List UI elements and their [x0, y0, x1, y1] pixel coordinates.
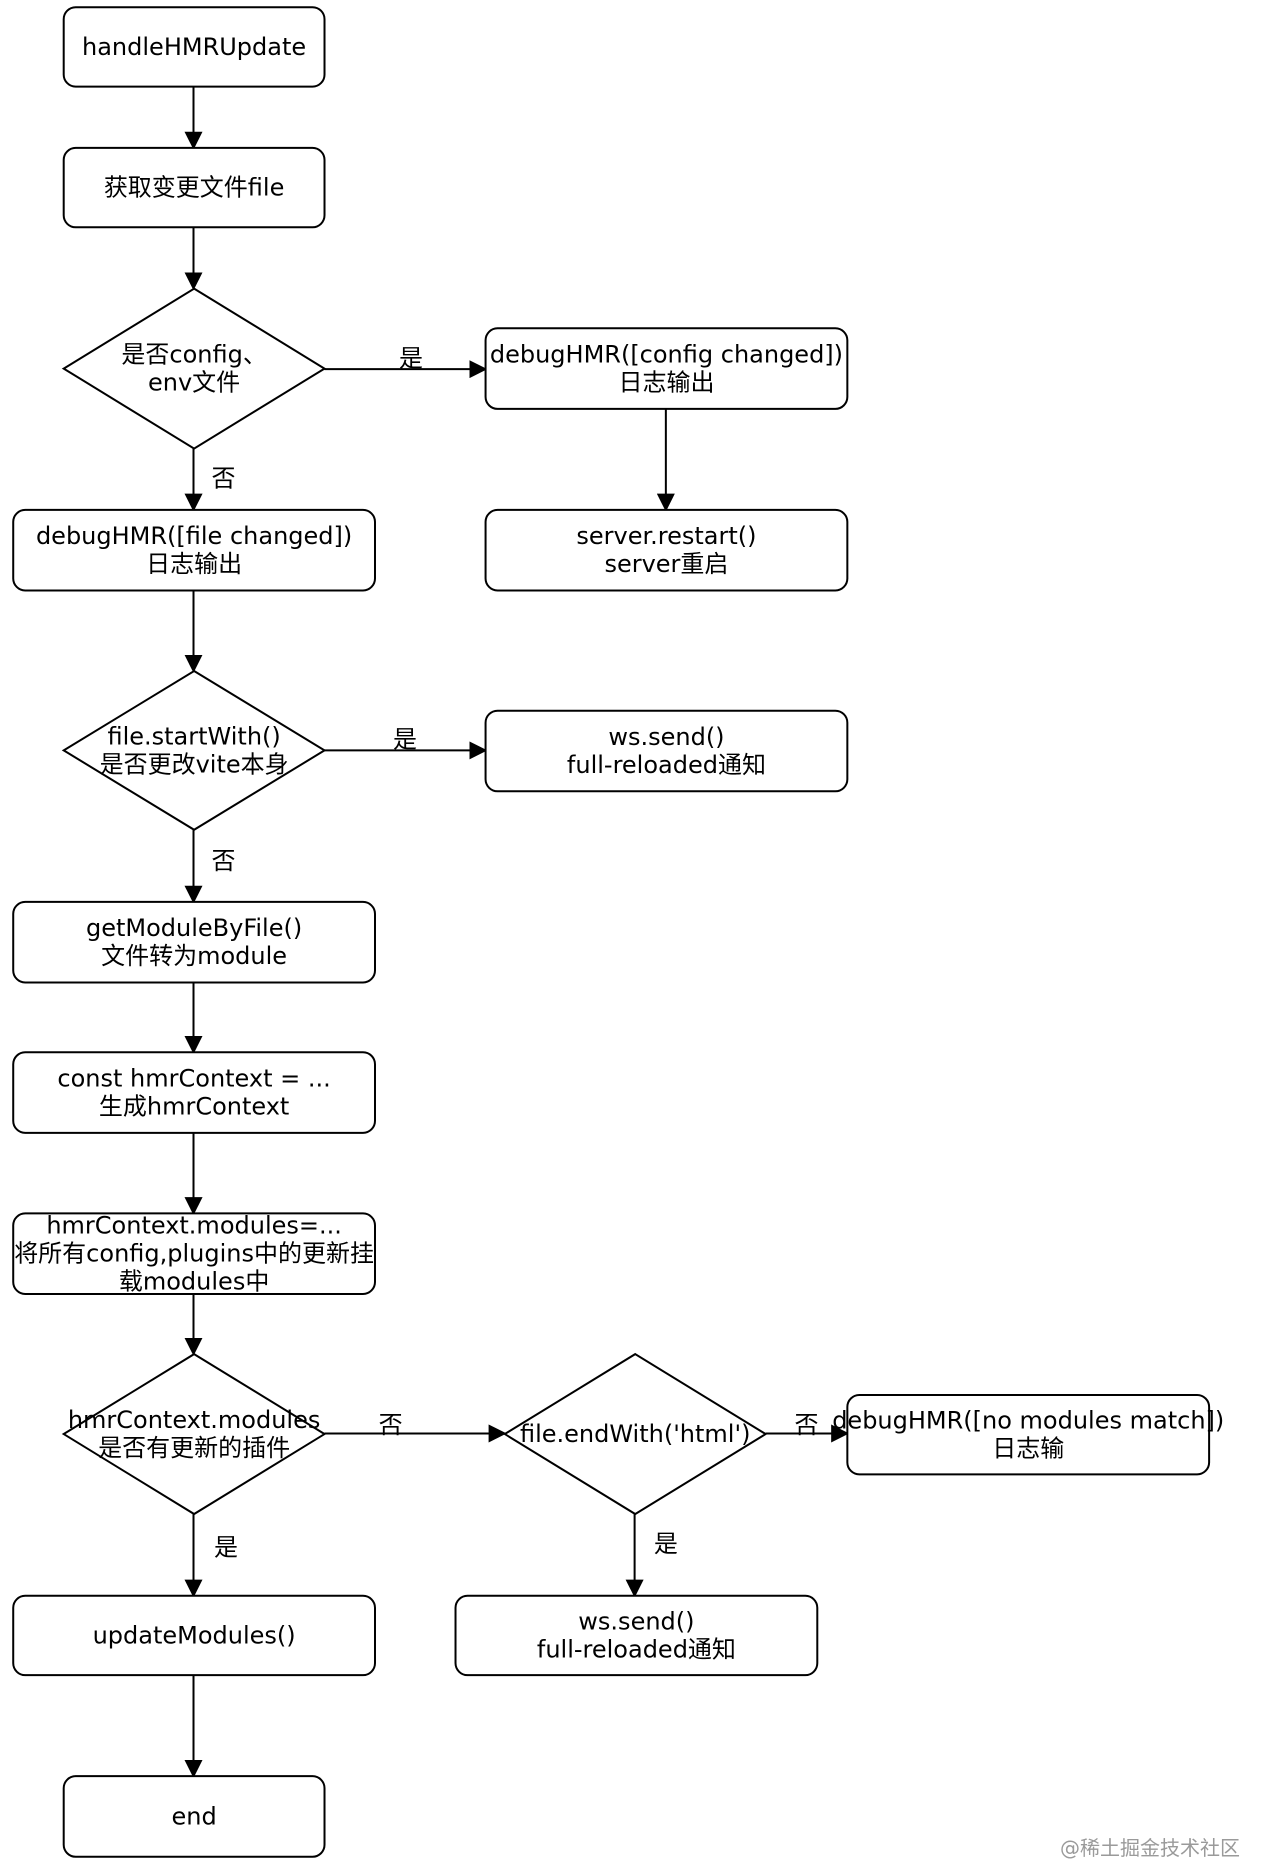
edge-label: 否 — [212, 465, 236, 493]
edge-label: 否 — [379, 1411, 403, 1439]
process-n-debug-config: debugHMR([config changed])日志输出 — [484, 327, 849, 410]
decision-diamond-shape — [61, 1352, 327, 1516]
edge-label: 是 — [654, 1530, 678, 1558]
node-label-line: env文件 — [148, 369, 240, 397]
node-label-line: full-reloaded通知 — [567, 751, 766, 779]
process-n-ws2: ws.send()full-reloaded通知 — [454, 1594, 819, 1677]
node-label-line: 文件转为module — [101, 942, 287, 970]
edge-label: 否 — [794, 1411, 818, 1439]
node-label-line: 载modules中 — [119, 1268, 269, 1296]
node-label-line: debugHMR([no modules match]) — [832, 1407, 1224, 1435]
node-label-line: hmrContext.modules=... — [46, 1212, 342, 1240]
node-label-line: end — [171, 1802, 216, 1830]
node-label-line: 是否更改vite本身 — [100, 750, 289, 778]
process-box-shape — [62, 146, 326, 229]
process-box-shape — [484, 508, 849, 592]
process-n-ctx: const hmrContext = ...生成hmrContext — [12, 1051, 376, 1134]
node-label-line: full-reloaded通知 — [537, 1635, 736, 1663]
node-label-line: 生成hmrContext — [99, 1093, 289, 1121]
process-box-shape — [484, 709, 849, 793]
process-n-update: updateModules() — [12, 1594, 376, 1677]
node-label-line: debugHMR([file changed]) — [36, 522, 352, 550]
process-box-shape — [846, 1393, 1211, 1476]
nodes-layer: handleHMRUpdate 获取变更文件file 是否config、env文件 d… — [12, 6, 1224, 1858]
node-label-line: 日志输 — [992, 1435, 1064, 1463]
node-label-line: file.endWith('html') — [520, 1420, 750, 1448]
process-n-getfile: 获取变更文件file — [62, 146, 326, 229]
node-label-line: debugHMR([config changed]) — [490, 341, 843, 369]
process-box-shape — [454, 1594, 819, 1677]
process-box-shape — [12, 508, 376, 592]
process-box-shape — [62, 6, 326, 88]
process-n-start: handleHMRUpdate — [62, 6, 326, 88]
decision-d-config: 是否config、env文件 — [61, 287, 327, 450]
process-n-ws1: ws.send()full-reloaded通知 — [484, 709, 849, 793]
edges-layer: 是否是否否否是是 — [184, 86, 850, 1778]
node-label-line: getModuleByFile() — [86, 914, 302, 942]
decision-diamond-shape — [502, 1352, 768, 1516]
node-label-line: 获取变更文件file — [104, 174, 285, 202]
decision-diamond-shape — [61, 669, 327, 831]
node-label-line: hmrContext.modules — [68, 1406, 321, 1434]
process-box-shape — [484, 327, 849, 410]
process-box-shape — [62, 1775, 326, 1858]
node-label-line: 是否有更新的插件 — [98, 1434, 290, 1462]
edge-label: 是 — [214, 1534, 238, 1562]
node-label-line: const hmrContext = ... — [57, 1065, 330, 1093]
node-label-line: ws.send() — [608, 723, 724, 751]
process-box-shape — [12, 1594, 376, 1677]
node-label-line: handleHMRUpdate — [82, 33, 306, 61]
decision-d-vite: file.startWith()是否更改vite本身 — [61, 669, 327, 831]
decision-diamond-shape — [61, 287, 327, 450]
edge-label: 是 — [399, 344, 423, 372]
node-label-line: updateModules() — [93, 1621, 296, 1649]
node-label-line: server.restart() — [576, 522, 756, 550]
process-n-end: end — [62, 1775, 326, 1858]
edge-label: 是 — [393, 726, 417, 754]
node-label-line: 日志输出 — [146, 550, 242, 578]
node-label-line: ws.send() — [578, 1607, 694, 1635]
process-box-shape — [12, 1051, 376, 1134]
node-label-line: 日志输出 — [618, 369, 714, 397]
node-label-line: file.startWith() — [107, 722, 280, 750]
process-n-debug-nomatch: debugHMR([no modules match])日志输 — [832, 1393, 1224, 1476]
process-n-debug-file: debugHMR([file changed])日志输出 — [12, 508, 376, 592]
process-n-mods: hmrContext.modules=...将所有config,plugins中… — [12, 1212, 376, 1296]
edge-label: 否 — [212, 847, 236, 875]
process-n-getmodule: getModuleByFile()文件转为module — [12, 900, 376, 984]
node-label-line: 是否config、 — [121, 341, 266, 369]
node-label-line: server重启 — [604, 550, 728, 578]
process-n-restart: server.restart()server重启 — [484, 508, 849, 592]
decision-d-html: file.endWith('html') — [502, 1352, 768, 1516]
node-label-line: 将所有config,plugins中的更新挂 — [14, 1240, 374, 1268]
process-box-shape — [12, 900, 376, 984]
process-box-shape — [12, 1212, 376, 1295]
watermark-text: @稀土掘金技术社区 — [1060, 1836, 1240, 1860]
